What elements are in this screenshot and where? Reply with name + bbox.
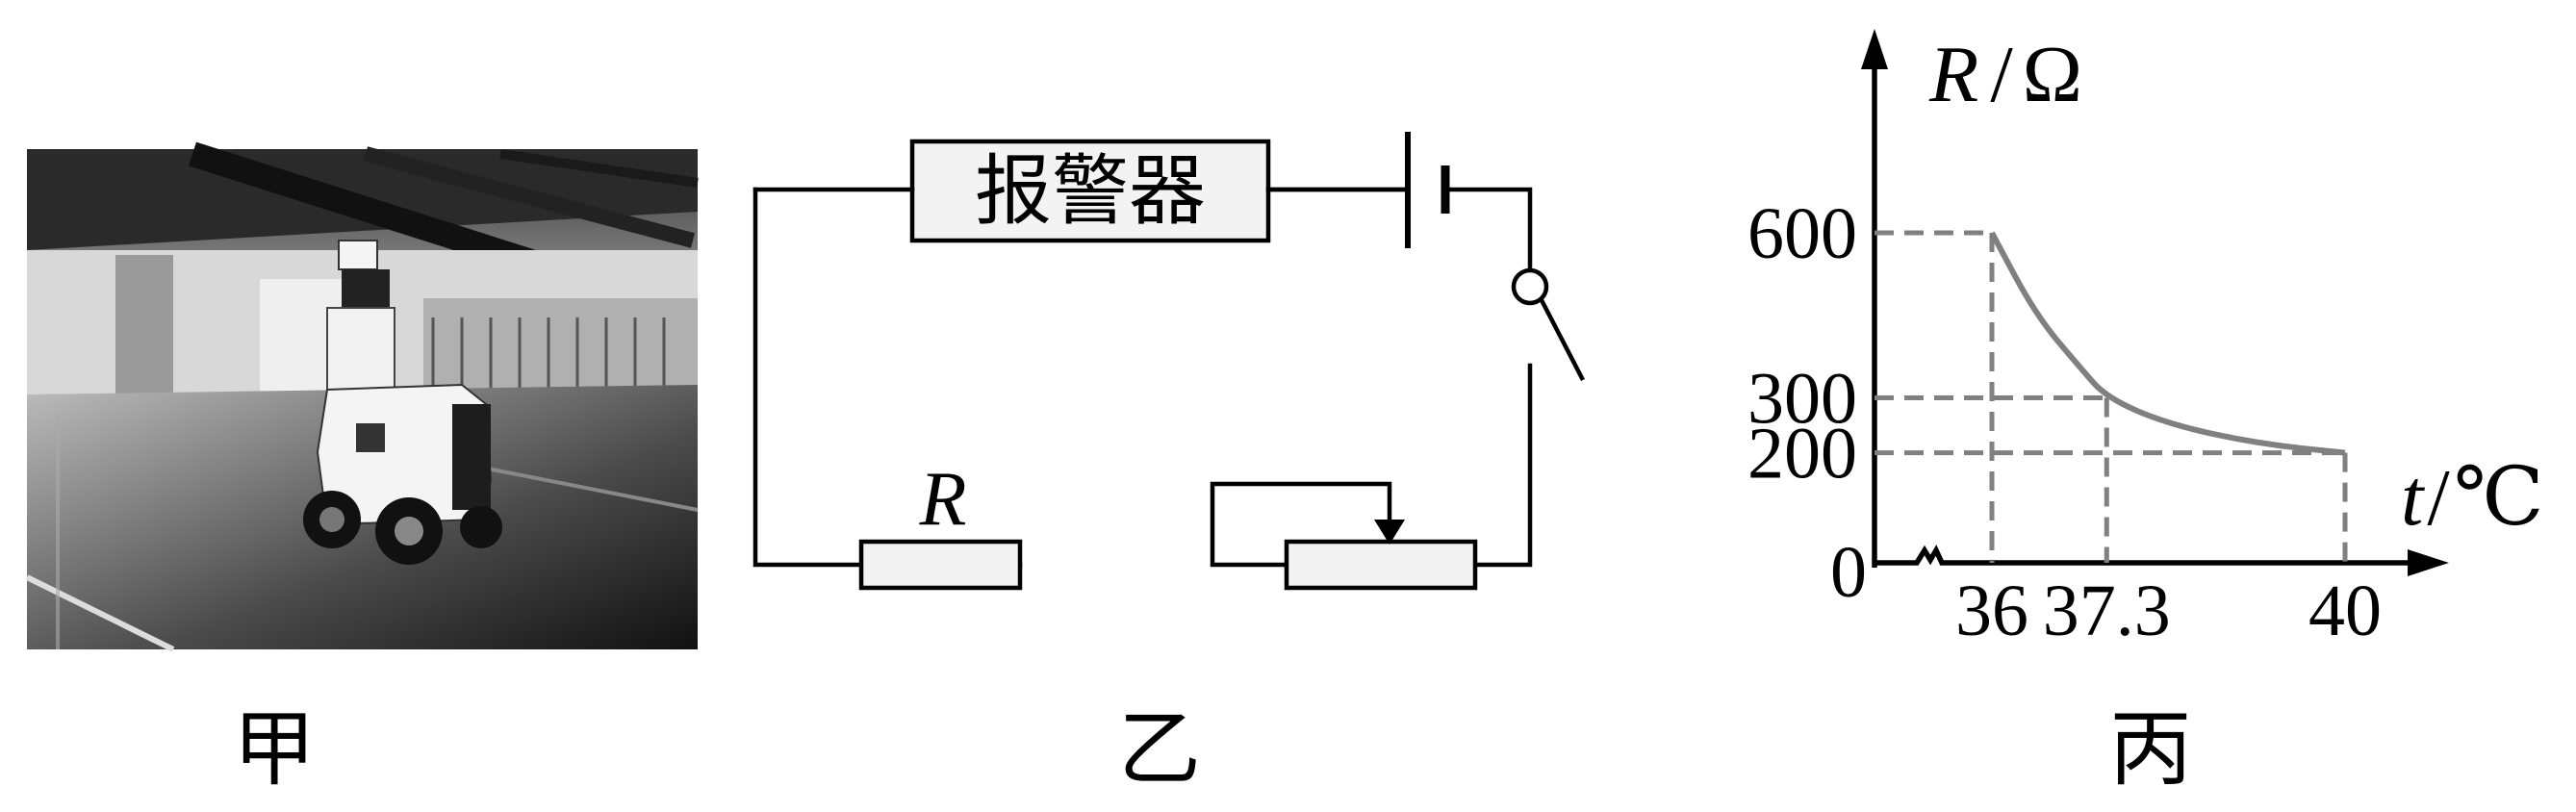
- y-axis-title: R/Ω: [1928, 30, 2082, 119]
- alarm-label: 报警器: [975, 150, 1206, 235]
- y-tick-label: 200: [1747, 414, 1857, 495]
- x-axis: [1875, 545, 2425, 566]
- x-axis-arrow-icon: [2408, 549, 2449, 576]
- graph-caption: 丙: [2109, 703, 2192, 796]
- origin-label: 0: [1830, 532, 1867, 613]
- series-line: [1989, 231, 2346, 456]
- switch-icon: [1511, 267, 1585, 382]
- circuit-caption: 乙: [1118, 703, 1201, 796]
- robot-photo-icon: [25, 141, 699, 652]
- y-tick-label: 600: [1747, 193, 1857, 274]
- y-axis-arrow-icon: [1861, 29, 1888, 69]
- resistor-label: R: [919, 457, 967, 542]
- x-axis-title: t/℃: [2401, 453, 2544, 543]
- circuit-wire: [752, 187, 1533, 568]
- x-tick-label: 36: [1955, 571, 2028, 651]
- circuit-panel: 报警器 R 乙: [752, 132, 1585, 796]
- variable-resistor: [1284, 539, 1478, 591]
- slider-arrow-icon: [1374, 520, 1405, 545]
- photo-panel: 甲: [25, 141, 699, 796]
- resistor-r: [858, 539, 1023, 591]
- x-tick-label: 37.3: [2043, 571, 2171, 651]
- y-tick-label: 300: [1747, 359, 1857, 440]
- guide-lines: [1875, 230, 2348, 563]
- battery-icon: [1405, 132, 1450, 248]
- photo-caption: 甲: [233, 703, 316, 796]
- x-tick-label: 40: [2308, 571, 2382, 651]
